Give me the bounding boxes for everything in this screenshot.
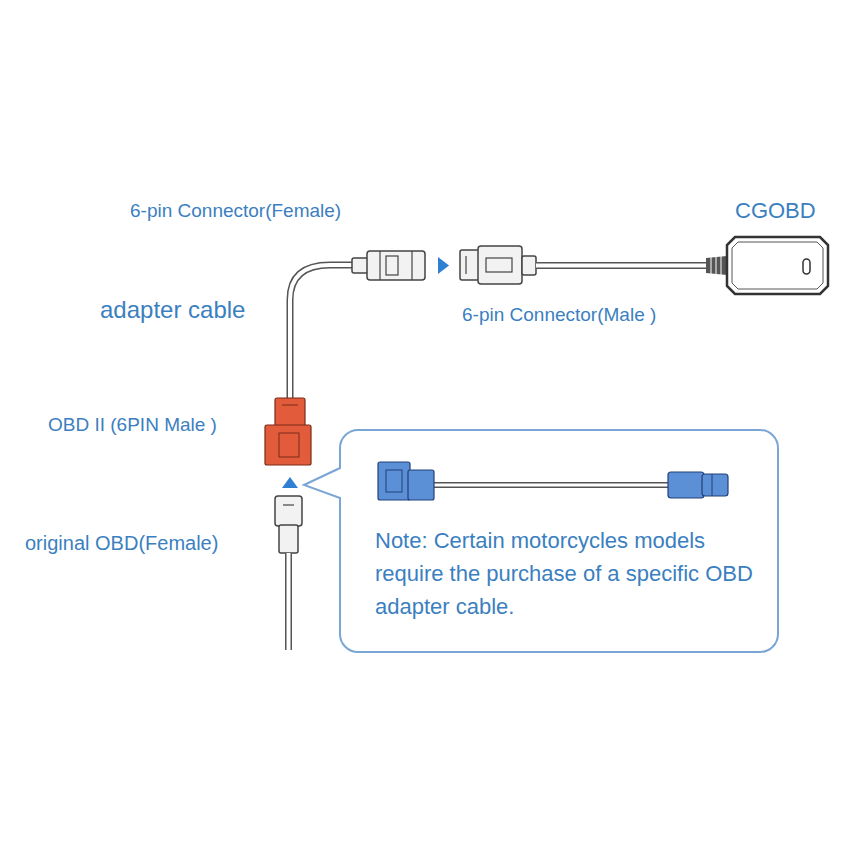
connector-detail bbox=[283, 504, 294, 505]
note-cable bbox=[432, 484, 670, 487]
part-label: 6-pin Connector(Male ) bbox=[462, 304, 656, 327]
note-connector-left bbox=[408, 470, 434, 500]
connector-boot bbox=[522, 256, 536, 275]
part-label: CGOBD bbox=[735, 198, 816, 224]
original-obd-connector bbox=[279, 525, 298, 553]
male-connector bbox=[478, 246, 522, 284]
strain-relief bbox=[706, 256, 727, 275]
original-obd-cable bbox=[285, 553, 292, 650]
adapter-cable-wire bbox=[290, 265, 358, 400]
device-cable bbox=[536, 262, 708, 269]
cgobd-led bbox=[803, 259, 810, 274]
note-callout: Note: Certain motorcycles models require… bbox=[340, 430, 778, 652]
obd-connector bbox=[265, 425, 311, 465]
male-connector-tip bbox=[460, 250, 480, 280]
connector-detail bbox=[282, 405, 298, 406]
mate-arrow bbox=[438, 257, 449, 274]
adapter-cable-wire bbox=[290, 265, 358, 400]
note-connector-right bbox=[668, 472, 704, 498]
connector-detail bbox=[465, 256, 466, 274]
strain-relief bbox=[716, 257, 717, 274]
part-label: OBD II (6PIN Male ) bbox=[48, 414, 217, 437]
connector-detail bbox=[386, 470, 402, 492]
connector-detail bbox=[379, 251, 380, 280]
female-connector bbox=[367, 251, 425, 280]
part-label: 6-pin Connector(Female) bbox=[130, 200, 341, 223]
cgobd-device bbox=[727, 237, 828, 294]
connector-detail bbox=[386, 256, 398, 275]
connector-latch bbox=[486, 258, 512, 272]
callout-border bbox=[304, 430, 778, 652]
connector-detail bbox=[279, 433, 299, 457]
original-obd-cable bbox=[287, 553, 291, 650]
original-obd-connector bbox=[275, 496, 302, 526]
part-label: adapter cable bbox=[100, 296, 245, 325]
note-connector-right bbox=[702, 474, 728, 496]
connector-detail bbox=[712, 474, 713, 496]
obd-connector-top bbox=[275, 398, 305, 428]
note-connector-left bbox=[378, 462, 410, 500]
connector-boot bbox=[352, 258, 368, 273]
device-cable bbox=[536, 264, 708, 268]
note-text: Note: Certain motorcycles models require… bbox=[375, 524, 765, 623]
strain-relief bbox=[721, 256, 722, 275]
mate-arrow bbox=[282, 477, 298, 488]
connector-detail bbox=[411, 251, 412, 280]
part-label: original OBD(Female) bbox=[25, 531, 218, 555]
note-cable bbox=[432, 482, 670, 488]
cgobd-device-edge bbox=[732, 242, 823, 289]
strain-relief bbox=[711, 257, 712, 274]
